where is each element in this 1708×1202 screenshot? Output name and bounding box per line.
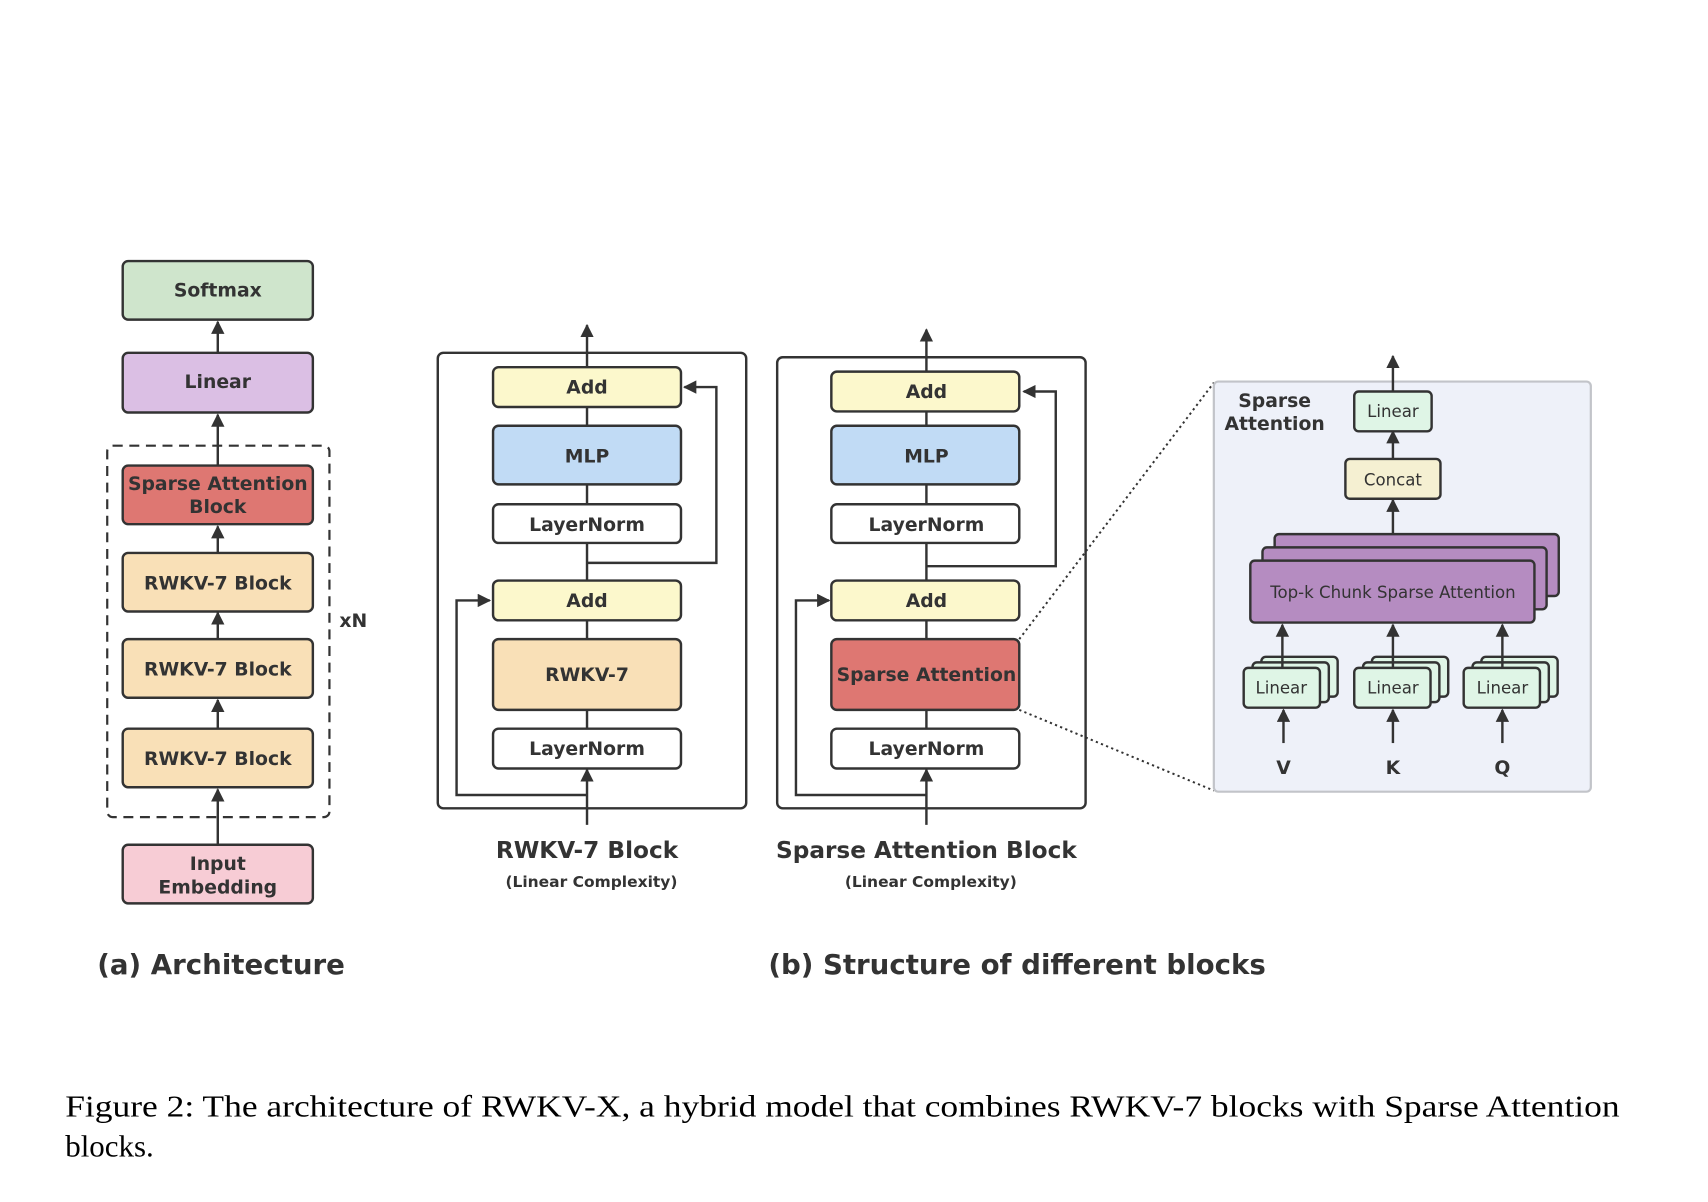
rwkv-core-label: RWKV-7	[545, 665, 629, 686]
rwkv-add-top-label: Add	[566, 378, 607, 399]
sparse-layernorm-bottom-label: LayerNorm	[869, 739, 985, 760]
detail-title-line1: Sparse	[1238, 391, 1311, 412]
sparse-layernorm-top	[830, 503, 1021, 545]
sparse-add-bottom	[830, 579, 1021, 622]
rwkv-layernorm-bottom	[491, 727, 683, 770]
sparse-layernorm-top-label: LayerNorm	[869, 515, 985, 536]
topk-attention	[1249, 559, 1536, 624]
rwkv-add-top	[491, 365, 683, 409]
sparse-mlp	[830, 424, 1021, 486]
detail-output-linear-label: Linear	[1367, 402, 1419, 421]
input-embedding-label-line1: Input	[190, 854, 246, 875]
sparse-block-frame	[775, 356, 1087, 810]
rwkv-block-2	[121, 637, 315, 699]
sparse-block-subtitle: (Linear Complexity)	[845, 873, 1017, 891]
architecture-diagram: xN Softmax Linear Sparse Attention Block…	[97, 259, 367, 981]
rwkv-block-2-label: RWKV-7 Block	[144, 660, 292, 681]
zoom-connector-top	[1018, 382, 1215, 640]
sparse-residual-top	[926, 384, 1057, 568]
rwkv-residual-bottom	[455, 593, 588, 797]
structure-section-label: (b) Structure of different blocks	[768, 948, 1266, 981]
rwkv-block-diagram: Add MLP LayerNorm Add RWKV-7 LayerNorm R…	[436, 323, 748, 891]
zoom-connector-bottom	[1018, 708, 1215, 792]
linear-v-label: Linear	[1256, 678, 1308, 697]
rwkv-block-1-label: RWKV-7 Block	[144, 573, 292, 594]
softmax-label: Softmax	[174, 280, 262, 301]
sparse-add-top	[830, 370, 1021, 413]
rwkv-block-3-label: RWKV-7 Block	[144, 749, 292, 770]
sparse-add-top-label: Add	[906, 382, 947, 403]
sparse-core-label: Sparse Attention	[837, 665, 1017, 686]
sparse-attention-detail: Sparse Attention Linear Concat Top-k Chu…	[1212, 354, 1592, 793]
rwkv-block-3	[121, 727, 315, 789]
input-embedding-label-line2: Embedding	[158, 877, 277, 898]
rwkv-block-frame	[436, 351, 748, 810]
caption-line1: Figure 2: The architecture of RWKV-X, a …	[65, 1089, 1619, 1124]
sparse-layernorm-bottom	[830, 727, 1021, 770]
sparse-attention-label-line1: Sparse Attention	[128, 474, 308, 495]
detail-concat	[1344, 457, 1442, 500]
linear-q-label: Linear	[1477, 678, 1529, 697]
caption-line2: blocks.	[65, 1129, 154, 1164]
rwkv-residual-top	[587, 380, 718, 565]
linear-k-label: Linear	[1367, 678, 1419, 697]
rwkv-mlp-label: MLP	[565, 446, 609, 467]
repeat-label: xN	[339, 611, 367, 632]
rwkv-add-bottom	[491, 579, 683, 622]
linear-block	[121, 351, 315, 414]
sparse-core	[830, 637, 1021, 712]
rwkv-block-1	[121, 551, 315, 613]
rwkv-layernorm-top	[491, 503, 683, 545]
rwkv-block-title: RWKV-7 Block	[496, 837, 679, 864]
input-k-label: K	[1386, 758, 1402, 779]
sparse-mlp-label: MLP	[904, 446, 948, 467]
sparse-attention-block	[121, 464, 315, 526]
softmax-block	[121, 259, 315, 321]
topk-attention-label: Top-k Chunk Sparse Attention	[1269, 583, 1515, 602]
rwkv-add-bottom-label: Add	[566, 591, 607, 612]
detail-output-linear	[1353, 390, 1433, 433]
sparse-residual-bottom	[794, 593, 927, 797]
sparse-block-diagram: Add MLP LayerNorm Add Sparse Attention L…	[775, 328, 1087, 891]
sparse-add-bottom-label: Add	[906, 591, 947, 612]
input-embedding-block	[121, 843, 315, 905]
repeat-group-frame	[106, 444, 331, 819]
input-q-label: Q	[1494, 758, 1510, 779]
architecture-section-label: (a) Architecture	[97, 948, 345, 981]
sparse-block-title: Sparse Attention Block	[776, 837, 1077, 864]
rwkv-layernorm-top-label: LayerNorm	[529, 515, 645, 536]
rwkv-mlp	[491, 424, 683, 486]
sparse-attention-label-line2: Block	[189, 497, 247, 518]
detail-concat-label: Concat	[1364, 470, 1422, 489]
linear-label: Linear	[185, 372, 252, 393]
rwkv-core	[491, 637, 683, 712]
rwkv-layernorm-bottom-label: LayerNorm	[529, 739, 645, 760]
detail-title-line2: Attention	[1224, 414, 1324, 435]
rwkv-block-subtitle: (Linear Complexity)	[505, 873, 677, 891]
input-v-label: V	[1276, 758, 1291, 779]
